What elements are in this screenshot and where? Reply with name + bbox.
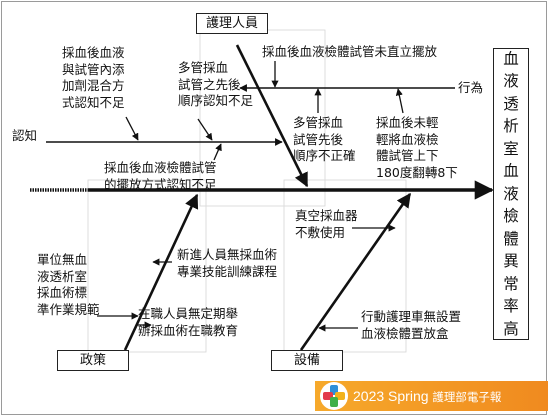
cause-no-gentle-inversion: 採血後未輕 輕將血液檢 體試管上下 180度翻轉8下 <box>376 115 458 180</box>
banner-season: Spring <box>388 387 429 404</box>
banner-title: 護理部電子報 <box>432 391 502 404</box>
bone-nursing-staff <box>235 44 309 188</box>
effect-char: 率 <box>503 297 519 316</box>
bone-equipment <box>299 192 412 351</box>
guide-frame <box>87 179 207 353</box>
effect-char: 常 <box>503 274 519 293</box>
banner-text: 2023 Spring 護理部電子報 <box>353 388 501 405</box>
guide-frame <box>283 179 407 353</box>
cause-tube-not-upright: 採血後血液檢體試管未直立擺放 <box>262 44 438 59</box>
effect-box: 血 液 透 析 室 血 液 檢 體 異 常 率 高 <box>493 48 529 340</box>
arrow-order-knowledge <box>197 118 213 141</box>
effect-char: 透 <box>503 94 519 113</box>
category-equipment: 設備 <box>271 350 343 371</box>
effect-char: 血 <box>503 49 519 68</box>
effect-char: 血 <box>503 162 519 181</box>
effect-char: 高 <box>503 319 519 338</box>
cause-multi-tube-order-knowledge: 多管採血 試管之先後 順序認知不足 <box>178 60 254 108</box>
hospital-cross-logo-icon <box>320 382 348 410</box>
effect-char: 液 <box>503 72 519 91</box>
cause-no-sop: 單位無血 液透析室 採血術標 準作業規範 <box>37 252 100 317</box>
cause-additive-tube-mixing: 採血後血液 與試管內添 加劑混合方 式認知不足 <box>62 45 125 110</box>
arrow-inversion <box>395 88 404 114</box>
newsletter-banner: 2023 Spring 護理部電子報 <box>315 381 548 411</box>
effect-char: 體 <box>503 229 519 248</box>
arrow-additive <box>125 116 139 141</box>
category-nursing-staff: 護理人員 <box>196 13 268 34</box>
cause-vacuum-tubes: 真空採血器 不敷使用 <box>295 208 358 240</box>
banner-year: 2023 <box>353 387 385 404</box>
cause-placement-knowledge: 採血後血液檢體試管 的擺放方式認知不足 <box>104 160 217 192</box>
cause-new-staff-training: 新進人員無採血術 專業技能訓練課程 <box>177 247 278 279</box>
cause-no-inservice: 在職人員無定期舉 辦採血術在職教育 <box>138 306 239 338</box>
arrow-placement <box>213 143 222 161</box>
effect-char: 檢 <box>503 207 519 226</box>
bone-policy <box>123 193 199 351</box>
cause-no-specimen-box: 行動護理車無設置 血液檢體置放盒 <box>361 309 462 341</box>
label-behavior: 行為 <box>458 80 484 95</box>
category-policy: 政策 <box>57 350 129 371</box>
label-cognition: 認知 <box>12 128 38 143</box>
effect-char: 析 <box>503 117 519 136</box>
effect-char: 室 <box>503 139 519 158</box>
cause-multi-tube-order-incorrect: 多管採血 試管先後 順序不正確 <box>293 115 356 163</box>
effect-char: 液 <box>503 184 519 203</box>
effect-char: 異 <box>503 252 519 271</box>
